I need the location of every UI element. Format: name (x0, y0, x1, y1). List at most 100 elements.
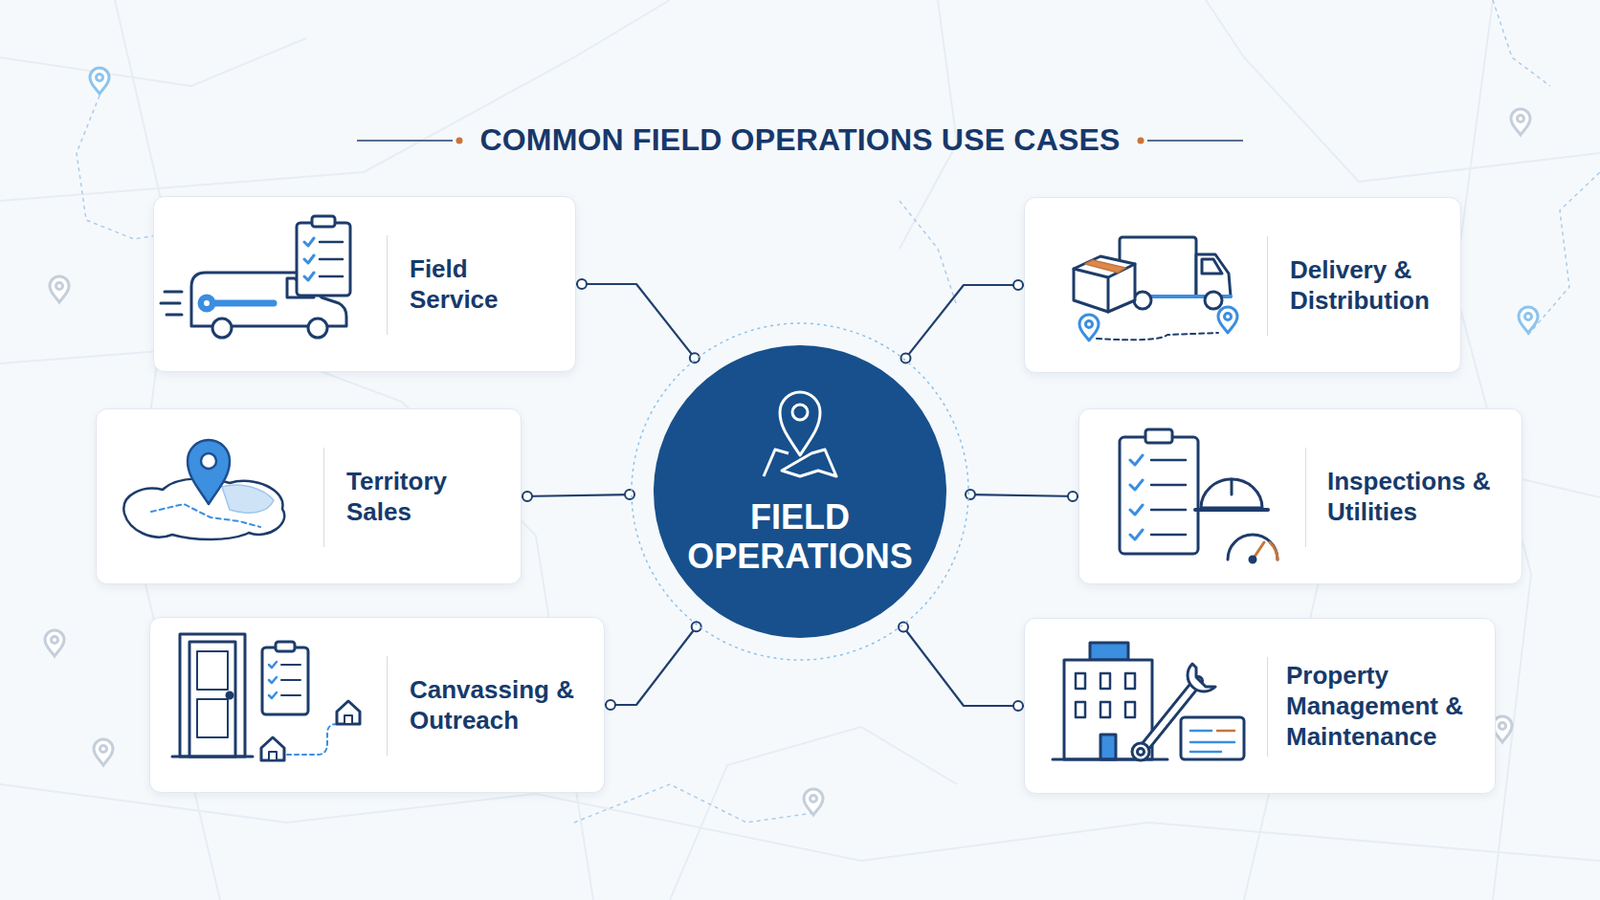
truck-icon-part (1119, 237, 1197, 297)
map-pin (49, 276, 69, 303)
use-case-card: Inspections & Utilities (1078, 408, 1523, 585)
canvassing-icon-part (287, 724, 337, 756)
territory-map-icon-part (200, 453, 217, 469)
property-icon-part-part (1075, 673, 1086, 689)
connector-dot (1067, 491, 1078, 502)
connector-dot (1013, 701, 1023, 712)
map-pin (44, 630, 65, 657)
property-icon-part-part (1125, 702, 1135, 718)
property-icon-part (1137, 749, 1145, 756)
territory-map-icon-part (123, 479, 285, 540)
canvassing-icon-part (262, 647, 309, 715)
van-icon-part (191, 272, 347, 327)
connector-line (521, 494, 630, 497)
title: COMMON FIELD OPERATIONS USE CASES (479, 122, 1120, 158)
connector-dot (522, 491, 533, 502)
map-pin (93, 739, 113, 766)
truck-icon-part (1079, 314, 1099, 341)
hub-label: FIELD OPERATIONS (656, 497, 944, 578)
card-divider (1266, 657, 1268, 757)
van-icon-part (203, 300, 210, 307)
property-icon-part (1064, 660, 1153, 760)
van-icon (160, 216, 351, 338)
title-rule (356, 134, 465, 147)
van-icon-part (304, 238, 314, 281)
route-lines (76, 0, 1600, 823)
hub-graphic (629, 321, 971, 663)
van-icon-part (311, 216, 335, 227)
title-row: COMMON FIELD OPERATIONS USE CASES (0, 122, 1600, 158)
map-pin-part (1518, 307, 1538, 334)
territory-map-icon-part (187, 440, 230, 505)
canvassing-icon-part-part (261, 737, 285, 761)
property-icon-part (1052, 758, 1168, 762)
map-pin-part (49, 276, 69, 303)
connector-dot (605, 700, 616, 711)
title-rule (1135, 134, 1244, 147)
title-rule-part (456, 136, 464, 144)
canvassing-icon-part-part (336, 701, 360, 725)
map-roads-part (0, 0, 670, 201)
property-icon-part-part (1100, 702, 1111, 718)
inspection-icon-part (1269, 542, 1278, 560)
use-case-card: Canvassing & Outreach (149, 617, 605, 794)
map-roads-part (0, 38, 307, 87)
connector-line (604, 626, 697, 706)
property-icon-part-part (1100, 673, 1111, 689)
hub-ring (631, 323, 969, 661)
canvassing-icon-part (226, 692, 233, 699)
map-pin-part (1525, 313, 1533, 321)
property-icon-part (1075, 673, 1135, 718)
route-lines-part (574, 784, 814, 823)
canvassing-icon-part-part (344, 715, 353, 725)
inspection-icon-part (1230, 479, 1234, 495)
van-icon-part (308, 318, 328, 338)
van-icon-part (212, 318, 232, 338)
inspection-icon (1119, 429, 1278, 563)
van-icon-part (287, 278, 314, 298)
card-label: Inspections & Utilities (1327, 466, 1505, 528)
inspection-icon-part (1195, 508, 1268, 512)
map-pin-part (44, 630, 65, 657)
map-pin (803, 789, 823, 816)
card-label: Delivery & Distribution (1289, 255, 1444, 316)
pin-head (779, 392, 821, 456)
map-pin-part (89, 67, 110, 94)
van-icon-part (199, 295, 215, 312)
truck-icon (1073, 237, 1238, 341)
property-icon-part (1180, 717, 1245, 760)
map-pin-part (100, 746, 108, 754)
van-icon-part (160, 291, 182, 315)
map-pin-part (1511, 109, 1531, 135)
canvassing-icon-part (275, 642, 295, 652)
property-icon-part (1089, 643, 1129, 661)
connector-dot (1013, 280, 1023, 290)
inspection-icon-part (1249, 556, 1256, 563)
connector-line (905, 285, 1024, 358)
inspection-icon-part (1227, 534, 1278, 560)
property-icon (1052, 643, 1245, 761)
canvassing-icon-part (336, 701, 360, 725)
canvassing-icon-part (268, 662, 277, 699)
property-icon-part (1142, 681, 1199, 751)
map-pin-part (56, 283, 64, 290)
connector-dot (898, 622, 909, 632)
map-roads-part (1205, 0, 1600, 182)
property-icon-part-part (1075, 702, 1086, 718)
card-divider (323, 447, 325, 548)
canvassing-icon-part (189, 642, 236, 757)
canvassing-icon-part (197, 651, 228, 690)
map-pin-part (1492, 716, 1512, 743)
property-icon-part (1142, 681, 1199, 751)
card-divider (386, 656, 388, 756)
connector-line (970, 494, 1079, 497)
map-roads-part (669, 727, 957, 900)
title-rule-part (1147, 139, 1244, 142)
canvassing-icon-part (261, 737, 285, 761)
territory-map-icon-part (222, 485, 274, 513)
card-divider (1305, 447, 1307, 548)
inspection-icon-part (1151, 460, 1186, 535)
use-case-card: Field Service (153, 196, 577, 373)
